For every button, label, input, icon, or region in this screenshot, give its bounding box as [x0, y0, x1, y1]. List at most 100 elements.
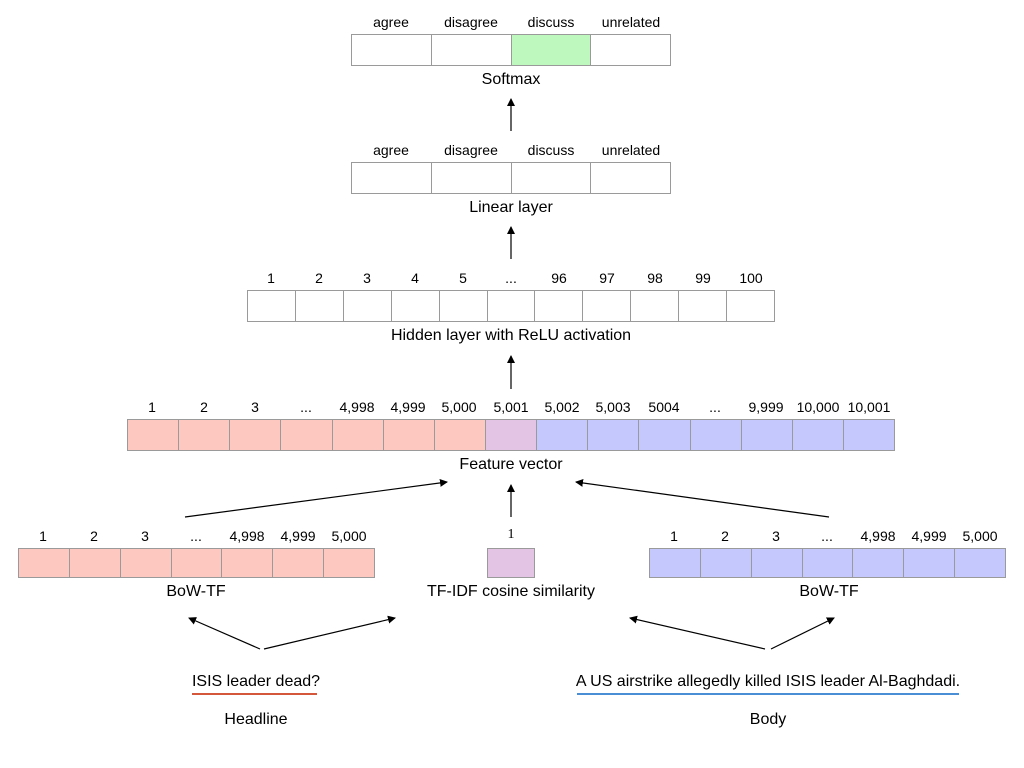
feature-cell: [639, 420, 691, 450]
cosine-label: 1: [507, 527, 515, 542]
hidden-cell: [631, 291, 680, 321]
body-caption: Body: [749, 711, 787, 728]
bow-headline-label: 3: [141, 528, 149, 544]
hidden-label: 3: [363, 270, 371, 286]
hidden-title: Hidden layer with ReLU activation: [390, 327, 632, 344]
feature-cell: [690, 420, 742, 450]
softmax-cell-disagree: [431, 35, 512, 65]
softmax-label: discuss: [527, 14, 575, 30]
hidden-label: 99: [695, 270, 711, 286]
softmax-vector: [351, 34, 671, 66]
linear-cell: [512, 163, 592, 193]
feature-label: ...: [709, 399, 721, 415]
bow-body-label: 2: [721, 528, 729, 544]
feature-label: 3: [251, 399, 259, 415]
bow-body-cell: [802, 549, 854, 577]
bow-body-cell: [700, 549, 752, 577]
feature-cell: [537, 420, 589, 450]
bow-headline-cell: [273, 549, 325, 577]
bow-body-vector: [649, 548, 1006, 578]
hidden-cell: [535, 291, 584, 321]
hidden-label: 5: [459, 270, 467, 286]
hidden-label: 2: [315, 270, 323, 286]
feature-label: 4,999: [390, 399, 426, 415]
hidden-label: 100: [739, 270, 763, 286]
softmax-label: agree: [373, 14, 409, 30]
body-text: A US airstrike allegedly killed ISIS lea…: [575, 673, 961, 690]
bow-body-cell: [650, 549, 701, 577]
hidden-label: 96: [551, 270, 567, 286]
feature-label: 5,001: [493, 399, 529, 415]
feature-label: 10,000: [796, 399, 840, 415]
headline-caption: Headline: [224, 711, 288, 728]
headline-underline: [192, 693, 317, 695]
bow-body-label: 5,000: [962, 528, 998, 544]
feature-cell: [383, 420, 435, 450]
feature-vector: [127, 419, 895, 451]
cosine-cell: [488, 549, 534, 577]
hidden-cell: [248, 291, 296, 321]
feature-title: Feature vector: [459, 456, 563, 473]
feature-cell: [843, 420, 895, 450]
bow-headline-vector: [18, 548, 375, 578]
softmax-cell-unrelated: [591, 35, 670, 65]
feature-label: 2: [200, 399, 208, 415]
softmax-label: unrelated: [601, 14, 661, 30]
feature-label: 5,002: [544, 399, 580, 415]
feature-label: 9,999: [748, 399, 784, 415]
hidden-label: 1: [267, 270, 275, 286]
hidden-cell: [440, 291, 488, 321]
softmax-label: disagree: [444, 14, 498, 30]
softmax-cell-discuss: [511, 35, 592, 65]
bow-body-cell: [853, 549, 905, 577]
bow-headline-title: BoW-TF: [166, 583, 226, 600]
hidden-cell: [679, 291, 728, 321]
bow-body-label: 4,999: [911, 528, 947, 544]
bow-headline-cell: [120, 549, 172, 577]
linear-title: Linear layer: [469, 199, 553, 216]
feature-cell: [179, 420, 231, 450]
bow-body-label: 3: [772, 528, 780, 544]
feature-label: 5004: [648, 399, 680, 415]
headline-text: ISIS leader dead?: [191, 673, 321, 690]
hidden-vector: [247, 290, 775, 322]
linear-label: agree: [373, 142, 409, 158]
feature-cell: [741, 420, 793, 450]
bow-headline-cell: [19, 549, 70, 577]
bow-body-label: 4,998: [860, 528, 896, 544]
linear-label: disagree: [444, 142, 498, 158]
hidden-label: 4: [411, 270, 419, 286]
hidden-label: ...: [505, 270, 517, 286]
hidden-cell: [583, 291, 632, 321]
bow-headline-label: ...: [190, 528, 202, 544]
arrow-bow-headline-to-feature: [184, 478, 448, 518]
arrow-bow-body-to-feature: [575, 478, 830, 518]
bow-body-label: ...: [821, 528, 833, 544]
feature-label: ...: [300, 399, 312, 415]
bow-headline-cell: [69, 549, 121, 577]
feature-label: 5,000: [441, 399, 477, 415]
bow-headline-label: 4,998: [229, 528, 265, 544]
linear-label: discuss: [527, 142, 575, 158]
hidden-cell: [296, 291, 344, 321]
body-underline: [577, 693, 959, 695]
feature-cell: [588, 420, 640, 450]
bow-headline-label: 4,999: [280, 528, 316, 544]
bow-headline-label: 5,000: [331, 528, 367, 544]
hidden-label: 97: [599, 270, 615, 286]
bow-headline-cell: [222, 549, 274, 577]
feature-cell: [485, 420, 538, 450]
feature-cell: [281, 420, 333, 450]
feature-cell: [434, 420, 486, 450]
feature-label: 4,998: [339, 399, 375, 415]
hidden-cell: [344, 291, 392, 321]
bow-body-cell: [955, 549, 1006, 577]
cosine-title: TF-IDF cosine similarity: [426, 583, 596, 600]
hidden-cell: [488, 291, 536, 321]
linear-cell: [352, 163, 432, 193]
softmax-title: Softmax: [481, 71, 541, 88]
bow-headline-cell: [171, 549, 223, 577]
feature-cell: [128, 420, 180, 450]
feature-cell: [230, 420, 282, 450]
